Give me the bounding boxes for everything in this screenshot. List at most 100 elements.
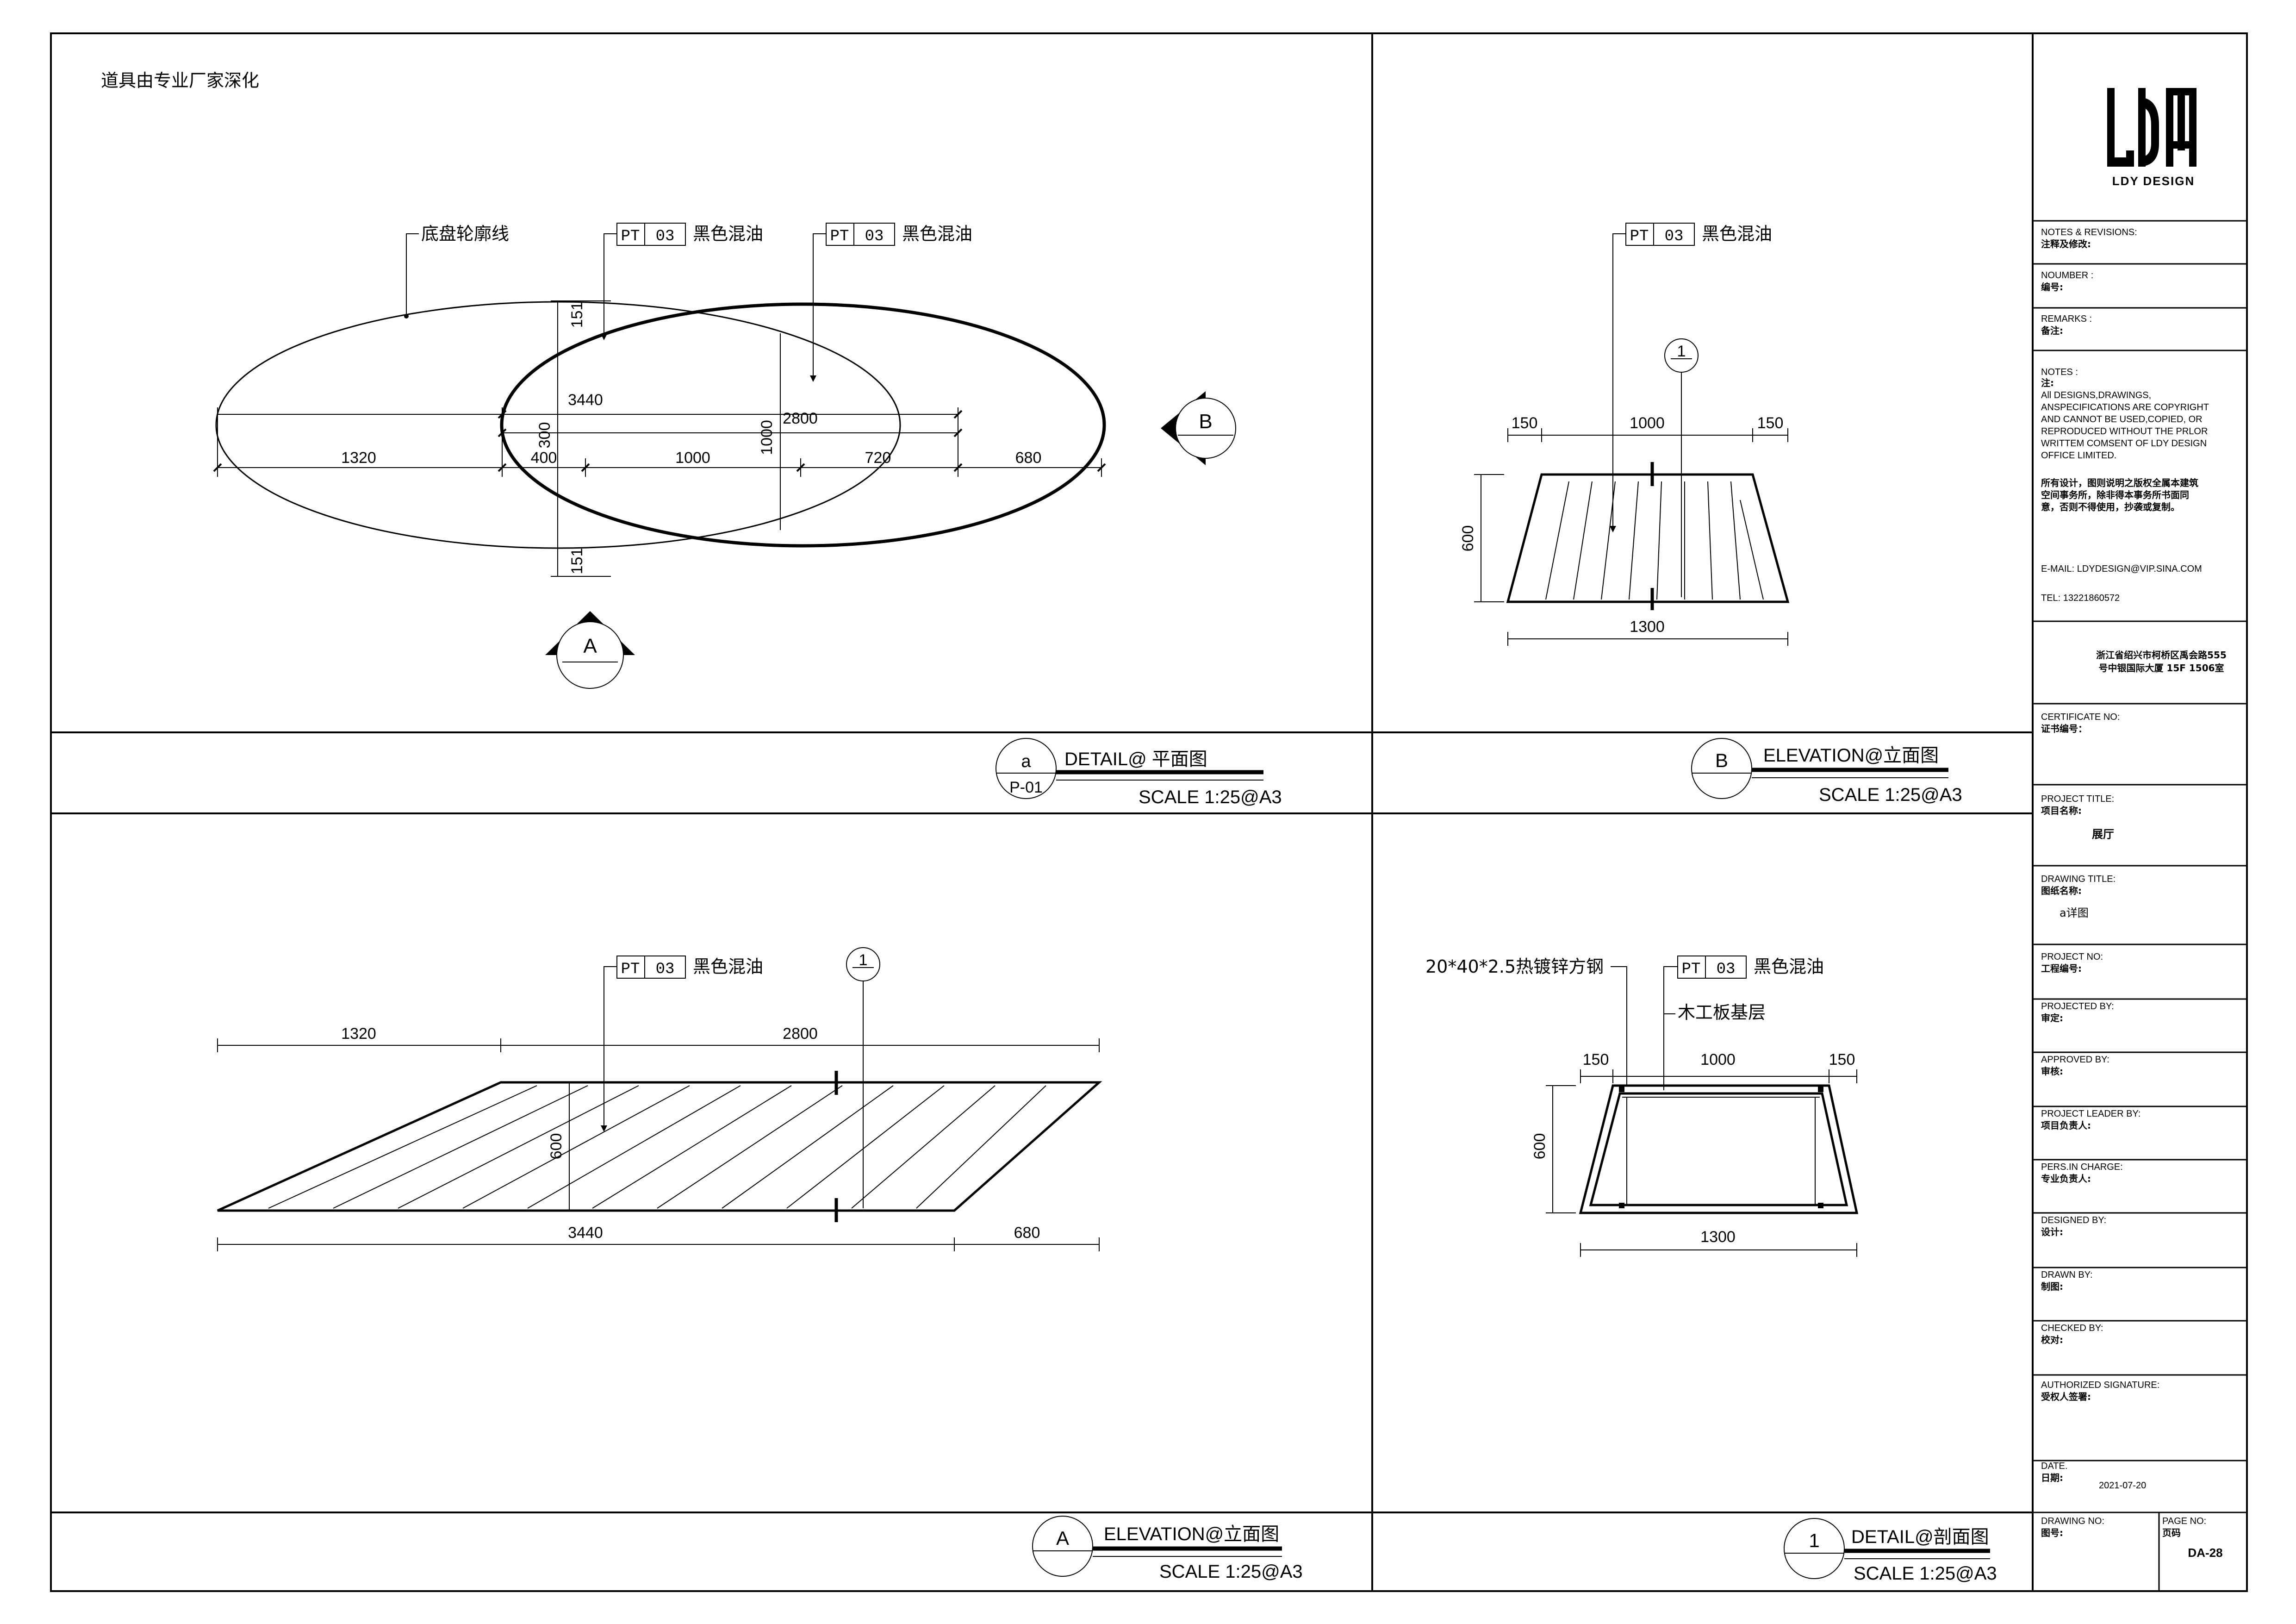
steel-tube-label: 20*40*2.5热镀锌方钢 [1425,956,1604,977]
dim-680: 680 [1014,1224,1040,1242]
dim-3440: 3440 [568,391,603,409]
dim-150-left: 150 [1512,414,1538,432]
svg-text:1: 1 [859,951,868,969]
plan-view: 1320 400 1000 720 680 3440 2800 300 1000… [213,223,1236,689]
view-title-section: 1 DETAIL@剖面图 SCALE 1:25@A3 [1784,1518,1997,1584]
dim-151-top: 151 [568,302,586,328]
svg-text:CERTIFICATE NO:: CERTIFICATE NO: [2041,712,2120,722]
svg-text:ELEVATION@立面图: ELEVATION@立面图 [1763,745,1939,766]
svg-text:PROJECT TITLE:: PROJECT TITLE: [2041,794,2114,804]
svg-text:NOUMBER :: NOUMBER : [2041,270,2093,281]
svg-text:PERS.IN CHARGE:: PERS.IN CHARGE: [2041,1162,2123,1172]
svg-text:a: a [1021,752,1031,771]
svg-text:工程编号:: 工程编号: [2041,963,2082,974]
svg-text:黑色混油: 黑色混油 [902,224,972,244]
svg-text:A: A [583,635,597,657]
svg-text:设计:: 设计: [2041,1226,2063,1237]
drawing-name: a详图 [2060,906,2089,919]
dim-300: 300 [536,422,554,449]
dim-600: 600 [548,1133,565,1160]
title-block: LDY DESIGN NOTES & REVISIONS: 注释及修改: NOU… [2032,32,2248,1592]
svg-text:DRAWING TITLE:: DRAWING TITLE: [2041,874,2116,884]
svg-text:SCALE 1:25@A3: SCALE 1:25@A3 [1139,787,1282,807]
svg-text:1: 1 [1677,343,1686,360]
svg-text:AUTHORIZED SIGNATURE:: AUTHORIZED SIGNATURE: [2041,1380,2159,1390]
material-tag-pt03: PT 03 黑色混油 [616,956,763,979]
svg-text:03: 03 [1665,228,1684,245]
svg-text:PT: PT [621,228,640,245]
svg-text:B: B [1199,410,1212,433]
svg-text:PT: PT [621,961,640,978]
elevation-marker-a: A [545,611,635,689]
svg-text:PROJECT NO:: PROJECT NO: [2041,952,2103,962]
view-title-elevation-a: A ELEVATION@立面图 SCALE 1:25@A3 [1032,1516,1303,1582]
svg-text:DATE.: DATE. [2041,1461,2067,1471]
svg-text:图号:: 图号: [2041,1527,2063,1538]
svg-text:PROJECT LEADER BY:: PROJECT LEADER BY: [2041,1109,2140,1119]
svg-text:图纸名称:: 图纸名称: [2041,885,2082,896]
dim-600: 600 [1531,1133,1549,1160]
svg-text:DRAWN BY:: DRAWN BY: [2041,1270,2093,1280]
top-note: 道具由专业厂家深化 [101,70,259,91]
base-outline-label: 底盘轮廓线 [421,224,509,244]
dim-400: 400 [531,449,557,467]
svg-text:浙江省绍兴市柯桥区禹会路555: 浙江省绍兴市柯桥区禹会路555 [2096,650,2227,661]
svg-text:B: B [1715,750,1728,771]
dim-1000-vertical: 1000 [758,420,776,455]
svg-text:PT: PT [830,228,849,245]
svg-text:TEL: 13221860572: TEL: 13221860572 [2041,593,2120,603]
svg-text:SCALE 1:25@A3: SCALE 1:25@A3 [1854,1563,1997,1584]
plywood-base-label: 木工板基层 [1678,1002,1766,1023]
svg-text:CHECKED BY:: CHECKED BY: [2041,1323,2103,1333]
svg-text:REMARKS :: REMARKS : [2041,314,2092,324]
svg-text:All DESIGNS,DRAWINGS,: All DESIGNS,DRAWINGS, [2041,390,2151,400]
ldy-logo [2107,88,2196,167]
view-title-detail: a P-01 DETAIL@ 平面图 SCALE 1:25@A3 [996,738,1282,807]
svg-text:NOTES & REVISIONS:: NOTES & REVISIONS: [2041,227,2137,237]
svg-text:专业负责人:: 专业负责人: [2041,1173,2091,1184]
dim-1000: 1000 [1630,414,1665,432]
dim-1320: 1320 [341,449,376,467]
svg-text:P-01: P-01 [1009,779,1043,796]
svg-text:黑色混油: 黑色混油 [1754,956,1824,977]
dim-150-right: 150 [1757,414,1784,432]
dim-150-right: 150 [1829,1051,1855,1068]
dim-1320: 1320 [341,1025,376,1043]
svg-text:号中银国际大厦 15F 1506室: 号中银国际大厦 15F 1506室 [2098,662,2224,674]
svg-text:PT: PT [1682,961,1701,978]
elevation-b-view: 1 PT 03 黑色混油 150 1000 150 1300 [1459,223,1790,646]
dim-1000: 1000 [1700,1051,1736,1068]
svg-text:SCALE 1:25@A3: SCALE 1:25@A3 [1159,1562,1303,1582]
svg-text:03: 03 [1717,961,1736,978]
svg-text:DRAWING NO:: DRAWING NO: [2041,1516,2104,1526]
svg-text:黑色混油: 黑色混油 [693,224,763,244]
svg-text:03: 03 [865,228,884,245]
svg-text:SCALE 1:25@A3: SCALE 1:25@A3 [1819,785,1962,805]
svg-text:所有设计，图则说明之版权全属本建筑: 所有设计，图则说明之版权全属本建筑 [2041,477,2198,488]
svg-text:审核:: 审核: [2041,1066,2063,1077]
svg-text:审定:: 审定: [2041,1012,2063,1024]
svg-text:WRITTEM COMSENT OF LDY DESIGN: WRITTEM COMSENT OF LDY DESIGN [2041,438,2207,449]
material-tag-pt03: PT 03 黑色混油 [1677,956,1824,979]
svg-text:项目负责人:: 项目负责人: [2041,1120,2091,1131]
svg-text:03: 03 [656,961,675,978]
svg-text:制图:: 制图: [2041,1281,2063,1292]
svg-text:NOTES :: NOTES : [2041,367,2078,377]
dim-1300: 1300 [1630,618,1665,636]
svg-text:REPRODUCED WITHOUT THE PRLOR: REPRODUCED WITHOUT THE PRLOR [2041,426,2208,437]
svg-text:校对:: 校对: [2041,1334,2063,1345]
dim-151-bottom: 151 [568,548,586,575]
svg-text:DETAIL@剖面图: DETAIL@剖面图 [1851,1527,1989,1547]
svg-text:意，否则不得使用，抄袭或复制。: 意，否则不得使用，抄袭或复制。 [2041,501,2180,512]
dim-150-left: 150 [1583,1051,1609,1068]
svg-text:03: 03 [656,228,675,245]
svg-text:项目名称:: 项目名称: [2041,805,2082,816]
svg-text:注:: 注: [2041,377,2054,388]
dim-720: 720 [865,449,891,467]
svg-text:黑色混油: 黑色混油 [1702,224,1772,244]
dim-2800: 2800 [783,410,818,427]
svg-text:受权人签署:: 受权人签署: [2041,1391,2091,1402]
elevation-marker-b: B [1161,391,1236,465]
svg-text:PT: PT [1630,228,1649,245]
svg-text:E-MAIL: LDYDESIGN@VIP.SINA.C: E-MAIL: LDYDESIGN@VIP.SINA.COM [2041,564,2202,574]
